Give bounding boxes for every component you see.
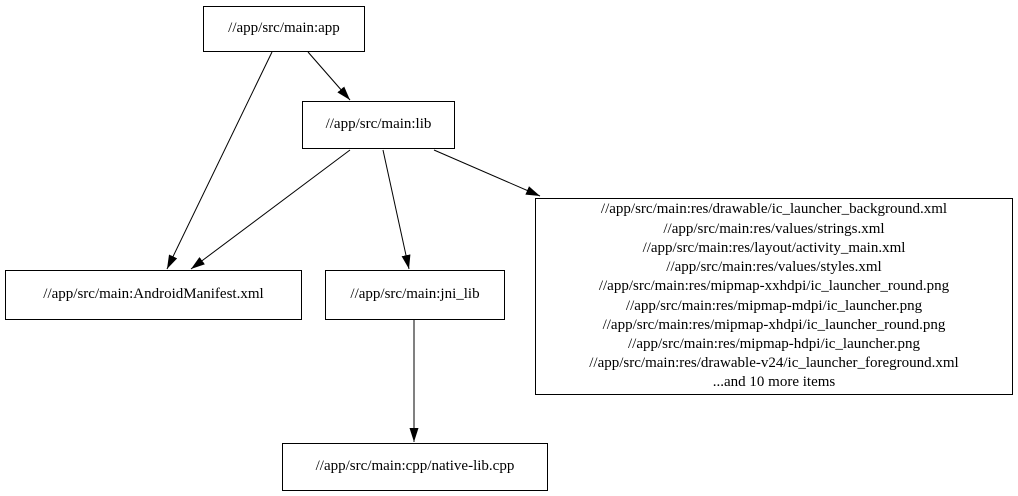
edge-app-to-lib [307,51,351,101]
edge-lib-to-androidmanifest [190,149,351,270]
node-cpp-native-lib-label: //app/src/main:cpp/native-lib.cpp [315,458,515,475]
node-lib: //app/src/main:lib [302,101,455,149]
node-androidmanifest-label: //app/src/main:AndroidManifest.xml [43,286,264,303]
res-item-label: //app/src/main:res/values/styles.xml [666,259,882,276]
res-item-label: //app/src/main:res/drawable/ic_launcher_… [600,201,948,218]
res-item-label: //app/src/main:res/mipmap-hdpi/ic_launch… [627,335,920,352]
edge-app-to-androidmanifest [166,51,273,270]
node-cpp-native-lib: //app/src/main:cpp/native-lib.cpp [282,443,548,491]
node-lib-label: //app/src/main:lib [325,116,432,133]
res-item-label: //app/src/main:res/mipmap-xhdpi/ic_launc… [602,316,946,333]
node-jni-lib-label: //app/src/main:jni_lib [350,286,480,303]
node-app: //app/src/main:app [203,6,365,52]
edge-lib-to-resgroup [433,149,541,197]
node-res-group: //app/src/main:res/drawable/ic_launcher_… [535,198,1013,395]
edge-lib-to-jnilib [382,149,411,270]
node-androidmanifest: //app/src/main:AndroidManifest.xml [5,270,302,320]
res-item-label: //app/src/main:res/layout/activity_main.… [642,239,906,256]
res-item-label: //app/src/main:res/mipmap-xxhdpi/ic_laun… [598,278,950,295]
res-item-label: //app/src/main:res/values/strings.xml [663,220,885,237]
res-more-items-label: ...and 10 more items [712,374,836,391]
node-app-label: //app/src/main:app [228,20,340,37]
node-jni-lib: //app/src/main:jni_lib [325,270,505,320]
res-item-label: //app/src/main:res/drawable-v24/ic_launc… [589,355,959,372]
res-item-label: //app/src/main:res/mipmap-mdpi/ic_launch… [625,297,923,314]
